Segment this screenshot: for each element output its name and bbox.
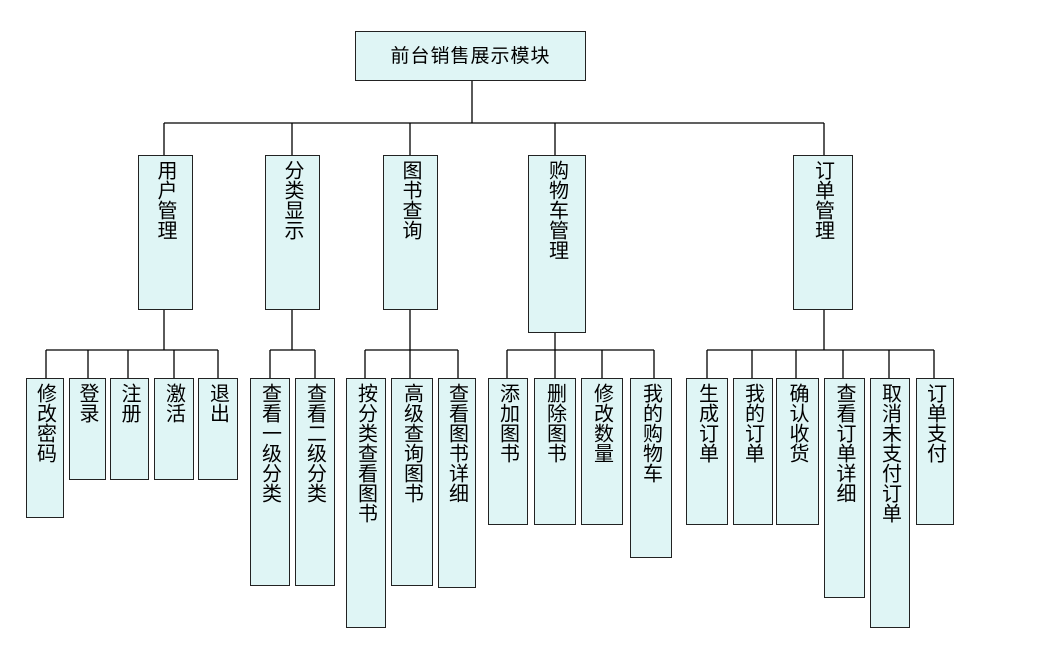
leaf-label: 修改数量 xyxy=(590,383,615,463)
module-order-management: 订单管理 xyxy=(793,155,853,310)
leaf-label: 确认收货 xyxy=(786,383,810,463)
leaf-create-order: 生成订单 xyxy=(686,378,728,525)
leaf-label: 删除图书 xyxy=(543,383,568,463)
leaf-label: 添加图书 xyxy=(496,383,521,463)
leaf-label: 查看一级分类 xyxy=(258,383,283,503)
leaf-view-level2-category: 查看二级分类 xyxy=(295,378,335,586)
leaf-label: 高级查询图书 xyxy=(400,383,425,503)
leaf-label: 查看二级分类 xyxy=(303,383,328,503)
leaf-label: 订单支付 xyxy=(923,383,948,463)
module-user-management: 用户管理 xyxy=(138,155,193,310)
leaf-change-quantity: 修改数量 xyxy=(581,378,623,525)
leaf-label: 激活 xyxy=(162,383,187,423)
root-node: 前台销售展示模块 xyxy=(355,31,586,81)
leaf-label: 生成订单 xyxy=(695,383,720,463)
leaf-login: 登录 xyxy=(69,378,106,480)
module-label: 购物车管理 xyxy=(545,160,570,260)
module-label: 用户管理 xyxy=(154,160,178,240)
leaf-my-orders: 我的订单 xyxy=(733,378,773,525)
leaf-view-order-detail: 查看订单详细 xyxy=(824,378,865,598)
leaf-label: 我的订单 xyxy=(741,383,766,463)
leaf-change-password: 修改密码 xyxy=(26,378,64,518)
leaf-cancel-unpaid-order: 取消未支付订单 xyxy=(870,378,910,628)
leaf-label: 查看订单详细 xyxy=(833,383,857,503)
leaf-advanced-book-search: 高级查询图书 xyxy=(391,378,433,586)
leaf-add-book: 添加图书 xyxy=(488,378,528,525)
module-category-display: 分类显示 xyxy=(265,155,320,310)
leaf-logout: 退出 xyxy=(198,378,238,480)
module-label: 订单管理 xyxy=(811,160,836,240)
leaf-label: 查看图书详细 xyxy=(445,383,470,503)
leaf-label: 我的购物车 xyxy=(639,383,664,483)
leaf-label: 退出 xyxy=(206,383,231,423)
module-cart-management: 购物车管理 xyxy=(528,155,586,333)
leaf-label: 取消未支付订单 xyxy=(878,383,903,523)
leaf-label: 修改密码 xyxy=(33,383,58,463)
leaf-view-level1-category: 查看一级分类 xyxy=(250,378,290,586)
module-book-search: 图书查询 xyxy=(383,155,438,310)
module-label: 分类显示 xyxy=(281,160,305,240)
leaf-remove-book: 删除图书 xyxy=(534,378,576,525)
leaf-label: 登录 xyxy=(76,383,100,423)
leaf-activate: 激活 xyxy=(154,378,194,480)
leaf-view-books-by-category: 按分类查看图书 xyxy=(346,378,386,628)
leaf-register: 注册 xyxy=(110,378,149,480)
leaf-label: 注册 xyxy=(118,383,142,423)
leaf-confirm-receipt: 确认收货 xyxy=(776,378,819,525)
module-label: 图书查询 xyxy=(399,160,423,240)
leaf-view-book-detail: 查看图书详细 xyxy=(438,378,476,588)
leaf-my-cart: 我的购物车 xyxy=(630,378,672,558)
root-label: 前台销售展示模块 xyxy=(390,44,551,67)
leaf-label: 按分类查看图书 xyxy=(354,383,379,523)
leaf-order-payment: 订单支付 xyxy=(916,378,954,525)
